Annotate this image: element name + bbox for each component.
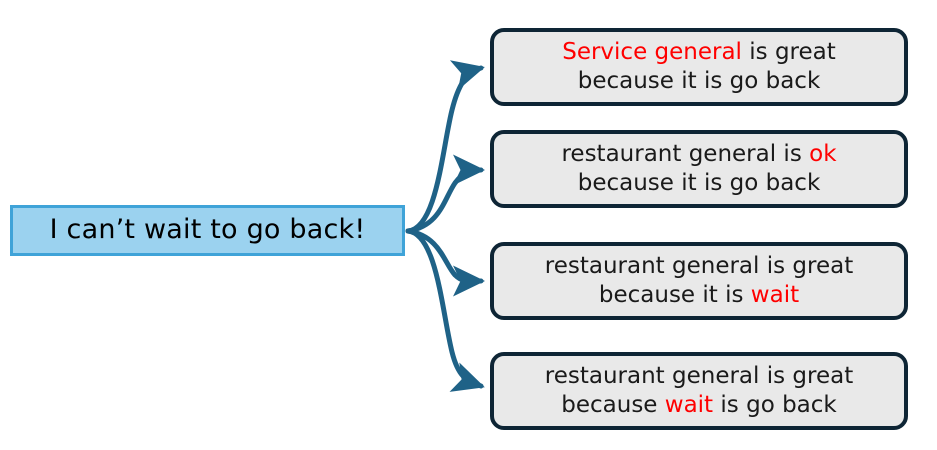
connector-source-to-node-4 xyxy=(405,228,485,392)
plain-token: because it is xyxy=(598,282,751,308)
plain-token: because it is go back xyxy=(577,170,821,196)
highlighted-token: wait xyxy=(664,392,714,418)
plain-token: because it is go back xyxy=(577,68,821,94)
output-node-4-line-1: restaurant general is great xyxy=(545,362,853,391)
output-node-3[interactable]: restaurant general is great because it i… xyxy=(490,242,908,320)
highlighted-token: Service general xyxy=(562,38,742,65)
connector-source-to-node-2 xyxy=(405,154,486,234)
output-node-4-line-2: because wait is go back xyxy=(561,391,836,420)
output-node-2-line-1: restaurant general is ok xyxy=(561,140,836,169)
output-node-1-line-2: because it is go back xyxy=(578,67,821,96)
plain-token: because xyxy=(561,392,665,418)
output-node-2-line-2: because it is go back xyxy=(578,169,821,198)
output-node-1-line-1: Service general is great xyxy=(562,38,836,67)
output-node-3-line-2: because it is wait xyxy=(599,281,799,310)
plain-token: is go back xyxy=(713,392,837,418)
plain-token: restaurant general is great xyxy=(544,252,854,279)
highlighted-token: ok xyxy=(809,140,837,167)
connector-source-to-node-3 xyxy=(405,228,486,297)
source-node-label: I can’t wait to go back! xyxy=(49,214,366,246)
plain-token: is great xyxy=(741,38,836,65)
output-node-4[interactable]: restaurant general is great because wait… xyxy=(490,352,908,430)
output-node-3-line-1: restaurant general is great xyxy=(545,252,853,281)
output-node-1[interactable]: Service general is great because it is g… xyxy=(490,28,908,106)
output-node-2[interactable]: restaurant general is ok because it is g… xyxy=(490,130,908,208)
highlighted-token: wait xyxy=(750,282,800,308)
plain-token: restaurant general is xyxy=(561,140,810,167)
source-node[interactable]: I can’t wait to go back! xyxy=(10,205,405,256)
connector-source-to-node-1 xyxy=(405,60,485,234)
plain-token: restaurant general is great xyxy=(544,362,854,389)
